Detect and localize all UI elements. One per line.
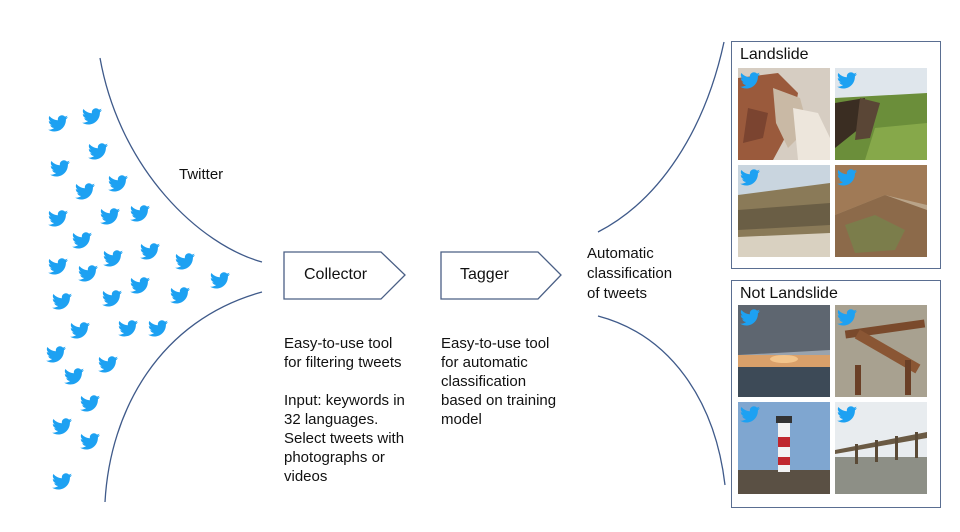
classification-line: classification <box>587 265 673 282</box>
landslide-panel: Landslide <box>731 41 941 269</box>
tagger-label: Tagger <box>460 266 509 283</box>
tagger-desc-line: Easy-to-use tool <box>441 335 550 352</box>
collector-desc-line: Input: keywords in <box>284 392 405 409</box>
collector-desc-line: Easy-to-use tool <box>284 335 393 352</box>
twitter-bird-icon <box>837 72 857 89</box>
cliff-erosion-photo <box>738 68 830 160</box>
collector-desc-line: for filtering tweets <box>284 354 402 371</box>
twitter-bird-icon <box>740 72 760 89</box>
twitter-bird-icon <box>837 169 857 186</box>
twitter-bird-icon <box>837 309 857 326</box>
collector-desc-line: photographs or <box>284 449 385 466</box>
twitter-bird-icon <box>740 309 760 326</box>
not-landslide-panel-title: Not Landslide <box>740 285 838 302</box>
tagger-desc-line: classification <box>441 373 527 390</box>
collector-desc-line: videos <box>284 468 328 485</box>
tagger-arrow-box <box>440 251 562 300</box>
collector-label: Collector <box>304 266 368 283</box>
tagger-desc-line: based on training <box>441 392 557 409</box>
lighthouse-photo <box>738 402 830 494</box>
classification-line: Automatic <box>587 245 654 262</box>
collector-desc-line: Select tweets with <box>284 430 405 447</box>
twitter-bird-icon <box>740 406 760 423</box>
tagger-desc-line: for automatic <box>441 354 528 371</box>
funnel-top-curve <box>99 57 263 263</box>
tagger-desc-line: model <box>441 411 482 428</box>
pier-posts-photo <box>835 402 927 494</box>
collector-desc-line: 32 languages. <box>284 411 379 428</box>
twitter-bird-icon <box>740 169 760 186</box>
twitter-bird-icon <box>837 406 857 423</box>
sunset-sea-photo <box>738 305 830 397</box>
beach-cliff-photo <box>738 165 830 257</box>
collector-arrow-box <box>283 251 406 300</box>
not-landslide-panel: Not Landslide <box>731 280 941 508</box>
grassy-cliff-photo <box>835 68 927 160</box>
landslide-panel-title: Landslide <box>740 46 809 63</box>
funnel-bottom-curve <box>104 291 263 503</box>
twitter-label: Twitter <box>179 166 224 183</box>
collector-desc-line <box>284 372 405 391</box>
output-bottom-curve <box>597 315 726 486</box>
tagger-description: Easy-to-use tool for automatic classific… <box>441 334 556 429</box>
collector-description: Easy-to-use tool for filtering tweets In… <box>284 334 405 486</box>
output-top-curve <box>597 41 725 233</box>
classification-line: of tweets <box>587 285 648 302</box>
classification-label: Automatic classification of tweets <box>587 244 672 304</box>
rusty-pipes-photo <box>835 305 927 397</box>
rock-slope-photo <box>835 165 927 257</box>
